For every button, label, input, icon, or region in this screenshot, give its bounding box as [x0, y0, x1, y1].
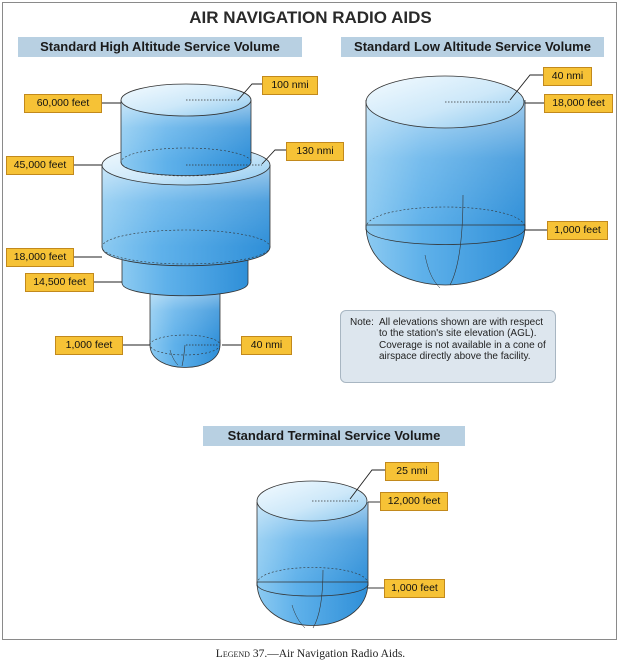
- low-tag-40-nmi: 40 nmi: [543, 67, 592, 86]
- figure-frame: [2, 2, 617, 640]
- low-leader-lines: [509, 74, 547, 231]
- low-altitude-volume: [365, 75, 526, 289]
- terminal-bowl: [256, 581, 369, 626]
- caption-legend-word: Legend: [215, 648, 250, 660]
- caption-text: 37.—Air Navigation Radio Aids.: [249, 648, 406, 660]
- figure-caption: Legend 37.—Air Navigation Radio Aids.: [0, 648, 621, 660]
- terminal-tag-1000-feet: 1,000 feet: [384, 579, 445, 598]
- high-tag-18000-feet: 18,000 feet: [6, 248, 74, 267]
- low-tag-18000-feet: 18,000 feet: [544, 94, 613, 113]
- low-tag-1000-feet: 1,000 feet: [547, 221, 608, 240]
- high-tag-14500-feet: 14,500 feet: [25, 273, 94, 292]
- terminal-volume: [256, 480, 369, 629]
- terminal-banner: Standard Terminal Service Volume: [203, 426, 465, 446]
- low-altitude-banner: Standard Low Altitude Service Volume: [341, 37, 604, 57]
- figure-title: AIR NAVIGATION RADIO AIDS: [189, 8, 432, 27]
- note-label: Note:: [350, 317, 374, 328]
- high-tag-40-nmi: 40 nmi: [241, 336, 292, 355]
- high-tag-100-nmi: 100 nmi: [262, 76, 318, 95]
- high-tag-1000-feet: 1,000 feet: [55, 336, 123, 355]
- high-mid-collar: [121, 254, 249, 297]
- low-bowl: [365, 224, 526, 286]
- high-tag-60000-feet: 60,000 feet: [24, 94, 102, 113]
- terminal-tag-25-nmi: 25 nmi: [385, 462, 439, 481]
- high-leader-lines: [72, 83, 286, 346]
- high-altitude-banner: Standard High Altitude Service Volume: [18, 37, 302, 57]
- terminal-leader-lines: [349, 469, 385, 589]
- terminal-tag-12000-feet: 12,000 feet: [380, 492, 448, 511]
- high-tag-130-nmi: 130 nmi: [286, 142, 344, 161]
- note-box: Note: All elevations shown are with resp…: [340, 310, 556, 383]
- high-tag-45000-feet: 45,000 feet: [6, 156, 74, 175]
- note-text: All elevations shown are with respect to…: [379, 317, 546, 362]
- high-altitude-volume: [101, 83, 271, 368]
